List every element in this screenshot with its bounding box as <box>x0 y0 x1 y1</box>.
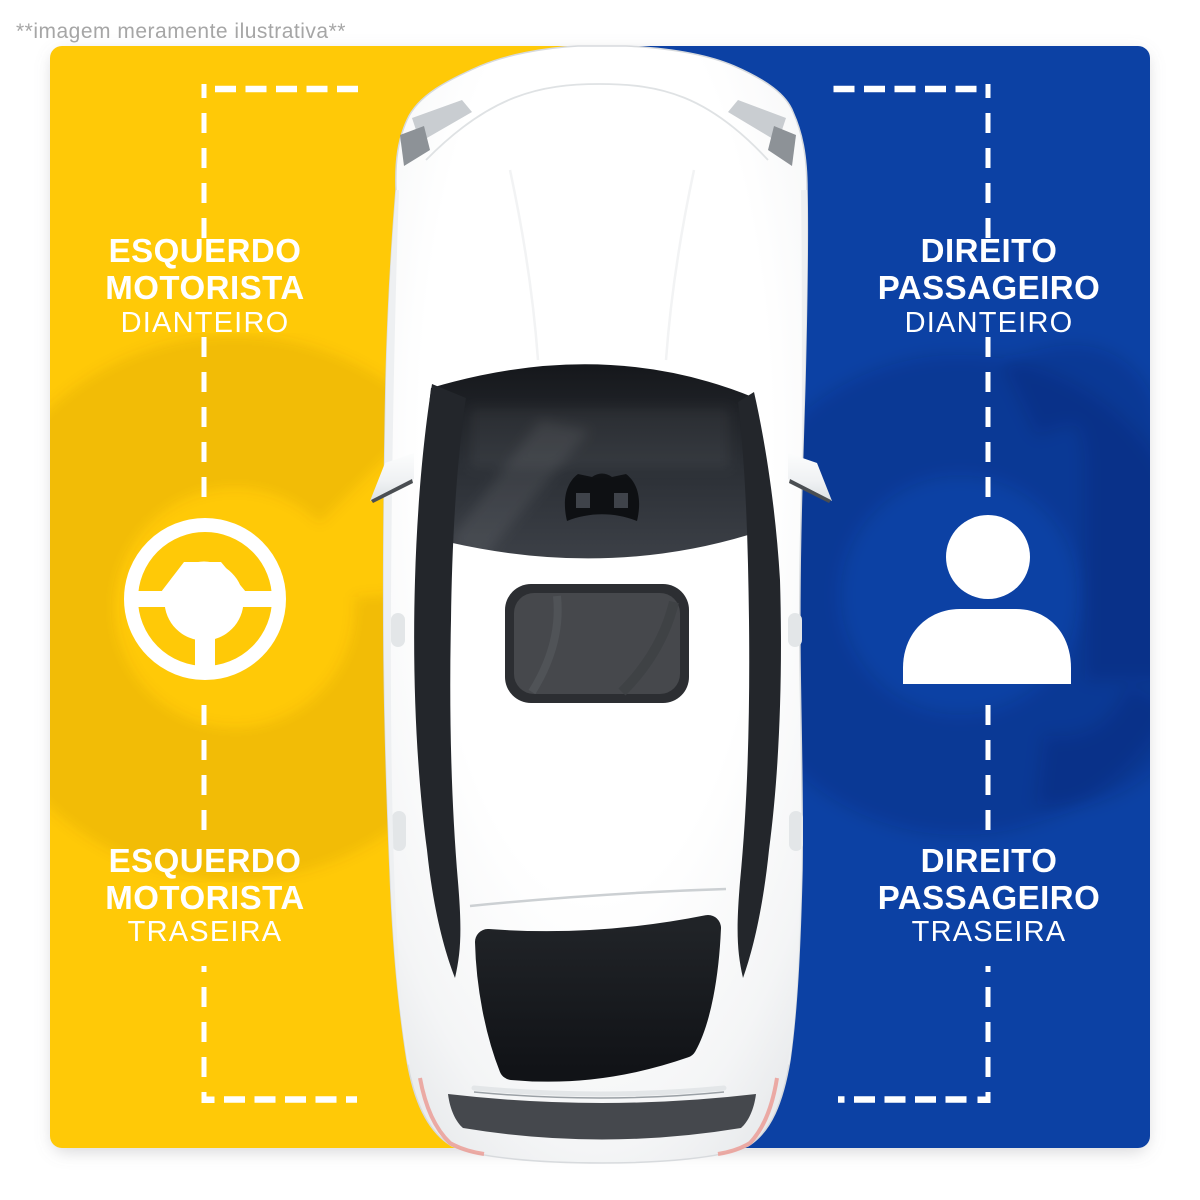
svg-text:DIREITO: DIREITO <box>921 232 1058 269</box>
svg-text:DIANTEIRO: DIANTEIRO <box>905 307 1074 339</box>
svg-text:ESQUERDO: ESQUERDO <box>109 842 302 879</box>
svg-text:MOTORISTA: MOTORISTA <box>105 879 304 916</box>
svg-text:TRASEIRA: TRASEIRA <box>912 916 1067 948</box>
svg-text:MOTORISTA: MOTORISTA <box>105 269 304 306</box>
svg-text:DIANTEIRO: DIANTEIRO <box>121 307 290 339</box>
svg-text:ESQUERDO: ESQUERDO <box>109 232 302 269</box>
svg-text:**imagem meramente ilustrativa: **imagem meramente ilustrativa** <box>16 20 346 43</box>
svg-text:DIREITO: DIREITO <box>921 842 1058 879</box>
svg-text:PASSAGEIRO: PASSAGEIRO <box>878 879 1101 916</box>
svg-text:PASSAGEIRO: PASSAGEIRO <box>878 269 1101 306</box>
svg-text:TRASEIRA: TRASEIRA <box>128 916 283 948</box>
